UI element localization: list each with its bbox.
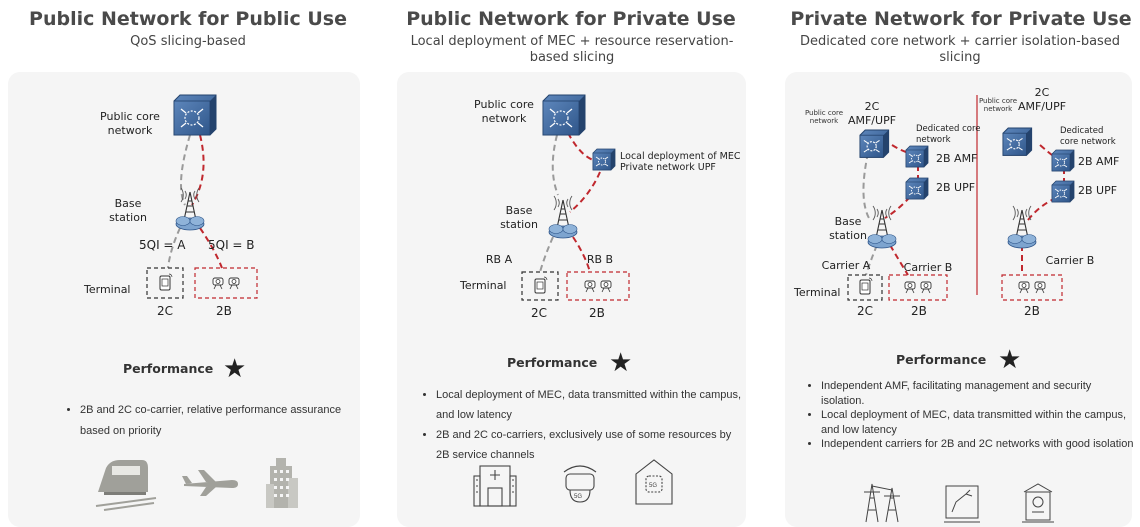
airplane-icon [182,470,238,496]
col2-star-icon: ★ [609,348,633,378]
col2-2c-label: 2C [531,306,548,320]
col1-star-icon: ★ [223,354,247,384]
column-3-panel [785,72,1132,527]
col2-performance-label: Performance [507,355,598,370]
col3-dedicated-2-label: Dedicated core network [1060,126,1116,147]
col3-public-core-2-label: Public core network [978,97,1018,113]
col2-rba-label: RB A [485,253,513,266]
col1-base-label: Base station [109,197,147,224]
train-icon [95,460,157,511]
vr-headset-5g-icon: 5G [563,465,597,503]
col3-2b-1-label: 2B [911,304,927,318]
col1-core-label: Public core network [100,110,160,137]
camera-terminal-icon [1022,483,1054,523]
col2-rbb-label: RB B [586,253,614,266]
col3-amf-upf-1-label: 2C AMF/UPF [847,100,897,127]
col3-upf-1-label: 2B UPF [936,181,976,194]
col3-upf-2-label: 2B UPF [1078,184,1118,197]
col2-terminal-label: Terminal [460,279,507,292]
column-2-subtitle: Local deployment of MEC + resource reser… [410,34,734,65]
robot-arm-icon [944,485,980,523]
column-1-subtitle: QoS slicing-based [130,34,246,49]
col1-bullet-1: 2B and 2C co-carrier, relative performan… [80,400,350,442]
svg-text:5G: 5G [649,483,657,489]
col1-qci-a-label: 5QI = A [139,238,186,252]
col1-2b-label: 2B [216,304,232,318]
column-2-diagram [521,94,630,301]
column-3-subtitle: Dedicated core network + carrier isolati… [799,34,1121,65]
column-1-title: Public Network for Public Use [29,8,347,30]
col3-bullet-list: Independent AMF, facilitating management… [805,379,1136,452]
col2-bullet-list: Local deployment of MEC, data transmitte… [420,385,746,465]
col2-2b-label: 2B [589,306,605,320]
column-3-diagram [847,95,1075,301]
col3-amf-upf-2-label: 2C AMF/UPF [1017,86,1067,113]
col3-2c-label: 2C [857,304,874,318]
col3-bullet-3: Independent carriers for 2B and 2C netwo… [821,437,1136,452]
col3-bullet-1: Independent AMF, facilitating management… [821,379,1136,408]
col2-bullet-1: Local deployment of MEC, data transmitte… [436,385,746,425]
col3-carrier-a-label: Carrier A [821,259,871,272]
col3-performance-label: Performance [896,352,987,367]
column-1-panel [8,72,360,527]
col1-qci-b-label: 5QI = B [208,238,255,252]
col3-base-label: Base station [829,215,867,242]
col1-performance-label: Performance [123,361,214,376]
col2-mec-label: Local deployment of MEC Private network … [620,151,741,173]
col2-core-label: Public core network [474,98,534,125]
col3-star-icon: ★ [998,345,1022,375]
city-building-icon [266,458,298,508]
svg-text:5G: 5G [574,494,582,500]
col1-2c-label: 2C [157,304,174,318]
col3-2b-2-label: 2B [1024,304,1040,318]
power-tower-icon [864,483,900,523]
col3-amf-1-label: 2B AMF [936,152,978,165]
col2-base-label: Base station [500,204,538,231]
column-1-diagram [146,94,258,299]
col3-carrier-b-1-label: Carrier B [903,261,953,274]
col1-bullet-list: 2B and 2C co-carrier, relative performan… [64,400,350,442]
col3-amf-2-label: 2B AMF [1078,155,1120,168]
5g-factory-icon: 5G [635,459,673,505]
col1-terminal-label: Terminal [84,283,131,296]
column-3-title: Private Network for Private Use [790,8,1132,30]
col3-dedicated-1-label: Dedicated core network [916,124,981,145]
col3-bullet-2: Local deployment of MEC, data transmitte… [821,408,1136,437]
column-2-title: Public Network for Private Use [406,8,736,30]
col3-terminal-label: Terminal [794,286,841,299]
col3-carrier-b-2-label: Carrier B [1045,254,1095,267]
col2-bullet-2: 2B and 2C co-carriers, exclusively use o… [436,425,746,465]
col3-public-core-1-label: Public core network [804,109,844,125]
hospital-icon [473,465,517,507]
